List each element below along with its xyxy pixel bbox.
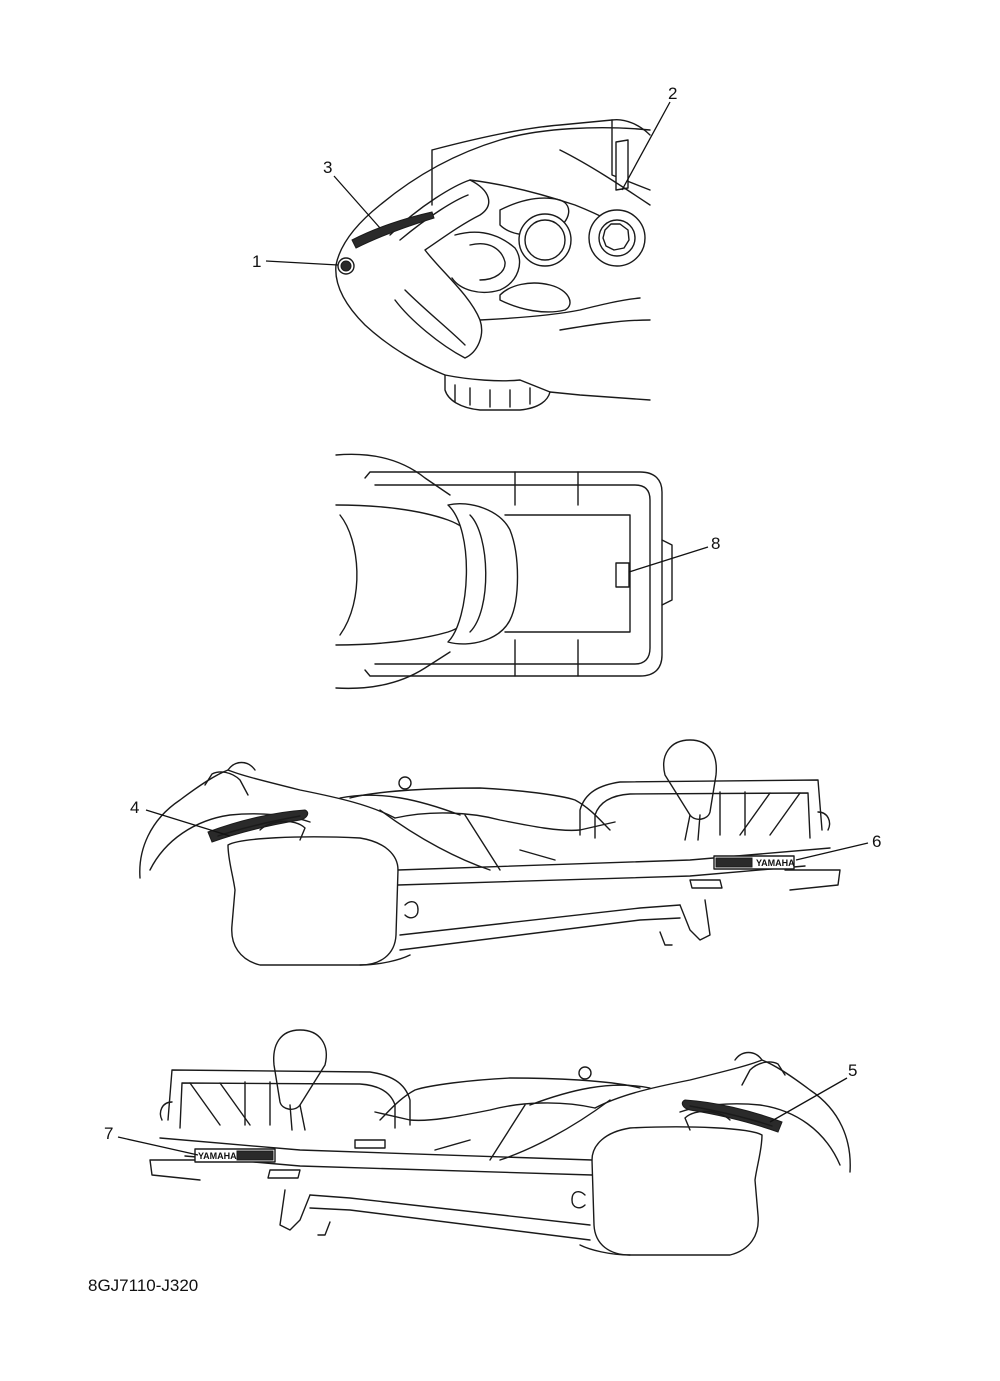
gauge-pod (518, 213, 572, 267)
left-side-view: YAMAHA (149, 1029, 851, 1256)
part-code: 8GJ7110-J320 (88, 1276, 199, 1295)
callout-6: 6 (872, 832, 881, 851)
callout-3: 3 (323, 158, 332, 177)
top-view-hood (335, 118, 651, 411)
fuel-cap (588, 209, 646, 267)
callout-7: 7 (104, 1124, 113, 1143)
decal-5-stripe (681, 1099, 783, 1133)
decal-2-label (615, 139, 629, 191)
decal-3-stripe (351, 211, 435, 249)
decal-8-label (615, 562, 630, 588)
decal-4-stripe (207, 809, 309, 843)
right-side-view: YAMAHA (139, 739, 841, 966)
callout-2: 2 (668, 84, 677, 103)
callout-4: 4 (130, 798, 139, 817)
decal-7-brand: YAMAHA (198, 1151, 237, 1161)
callout-1: 1 (252, 252, 261, 271)
callout-8: 8 (711, 534, 720, 553)
callout-5: 5 (848, 1061, 857, 1080)
leader-lines (117, 101, 869, 1156)
top-view-rear-rack (335, 453, 673, 690)
callout-numbers: 1 2 3 4 5 6 7 8 (104, 84, 881, 1143)
decal-6-brand: YAMAHA (756, 858, 795, 868)
